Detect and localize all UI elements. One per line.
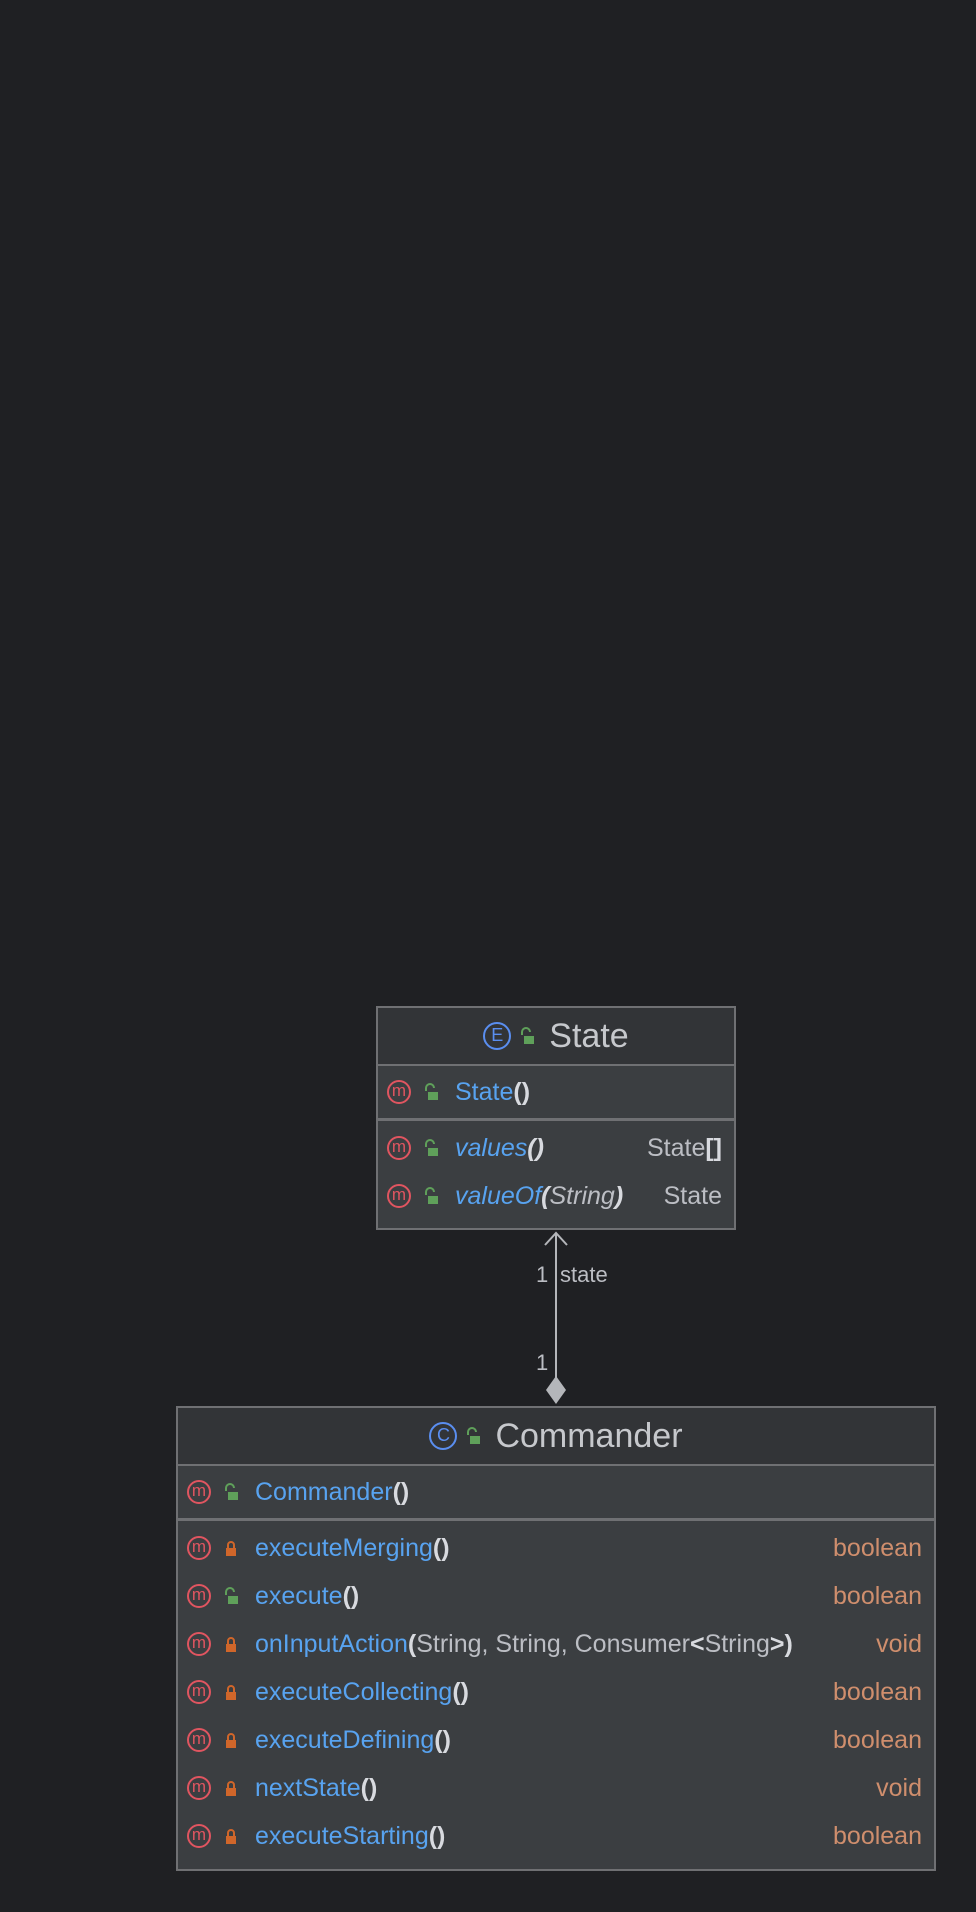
method-icon: m [187,1824,211,1848]
role-name-label: state [560,1262,608,1287]
constructor-row[interactable]: m State() [378,1068,734,1116]
method-icon: m [187,1776,211,1800]
method-row-executedefining[interactable]: m executeDefining() boolean [178,1716,934,1764]
commander-class-box[interactable]: C Commander m Commander() m executeMergi… [176,1406,936,1871]
private-lock-icon [226,1541,236,1556]
method-name: nextState [255,1773,361,1802]
private-lock-icon [226,1685,236,1700]
method-row-nextstate[interactable]: m nextState() void [178,1764,934,1812]
method-name: State [455,1077,514,1106]
method-parens: () [513,1077,531,1106]
method-icon: m [187,1480,211,1504]
state-methods: m values() State[] m valueOf(String) Sta… [378,1121,734,1226]
return-type: boolean [833,1725,922,1754]
commander-class-name: Commander [495,1416,683,1455]
composition-diamond [546,1376,566,1404]
method-paren-open: ( [541,1181,550,1210]
method-parens: () [360,1773,378,1802]
return-type: boolean [833,1581,922,1610]
class-icon: C [429,1422,458,1450]
method-name: executeDefining [255,1725,435,1754]
generic-close: > [769,1629,785,1658]
method-parens: () [432,1533,450,1562]
method-name: execute [255,1581,343,1610]
method-icon: m [187,1680,211,1704]
method-params: String, String, Consumer [416,1629,690,1658]
private-lock-icon [226,1781,236,1796]
method-icon: m [187,1632,211,1656]
method-row-execute[interactable]: m execute() boolean [178,1572,934,1620]
state-enum-box[interactable]: E State m State() m values() State[] [376,1006,736,1230]
method-row-executecollecting[interactable]: m executeCollecting() boolean [178,1668,934,1716]
public-lock-icon [225,1483,238,1500]
return-type: State[] [646,1133,722,1162]
commander-header: C Commander [178,1408,934,1466]
commander-constructors: m Commander() [178,1466,934,1521]
return-type: boolean [833,1533,922,1562]
return-type: boolean [833,1821,922,1850]
private-lock-icon [226,1733,236,1748]
state-class-name: State [549,1016,629,1055]
method-icon: m [387,1184,411,1208]
generic-open: < [689,1629,705,1658]
return-type: State [663,1181,722,1210]
method-parens: () [434,1725,451,1754]
method-parens: () [342,1581,360,1610]
method-name: onInputAction [255,1629,408,1658]
method-icon: m [387,1136,411,1160]
state-constructors: m State() [378,1066,734,1121]
method-paren-close: ) [784,1629,793,1658]
constructor-row[interactable]: m Commander() [178,1468,934,1516]
method-row-oninputaction[interactable]: m onInputAction(String, String, Consumer… [178,1620,934,1668]
method-row-values[interactable]: m values() State[] [378,1124,734,1172]
method-parens: () [392,1477,410,1506]
public-lock-icon [425,1187,438,1204]
method-name: executeMerging [255,1533,433,1562]
method-row-executestarting[interactable]: m executeStarting() boolean [178,1812,934,1860]
method-params: String [549,1181,615,1210]
private-lock-icon [226,1829,236,1844]
method-parens: () [428,1821,446,1850]
public-lock-icon [425,1139,438,1156]
public-lock-icon [521,1027,535,1044]
navigation-arrowhead [544,1231,568,1246]
method-name: executeStarting [255,1821,429,1850]
method-icon: m [187,1584,211,1608]
public-lock-icon [467,1427,481,1444]
method-name: values [455,1133,528,1162]
private-lock-icon [226,1637,236,1652]
state-header: E State [378,1008,734,1066]
return-type: void [876,1773,922,1802]
method-row-valueof[interactable]: m valueOf(String) State [378,1172,734,1220]
enum-icon: E [483,1022,512,1050]
method-parens: () [527,1133,544,1162]
method-paren-close: ) [614,1181,624,1210]
method-row-executemerging[interactable]: m executeMerging() boolean [178,1524,934,1572]
method-name: Commander [255,1477,393,1506]
generic-type: String [704,1629,770,1658]
method-icon: m [387,1080,411,1104]
method-name: valueOf [455,1181,542,1210]
commander-methods: m executeMerging() boolean m execute() b… [178,1521,934,1866]
public-lock-icon [425,1083,438,1100]
target-multiplicity-label: 1 [536,1262,549,1287]
method-name: executeCollecting [255,1677,453,1706]
public-lock-icon [225,1587,238,1604]
method-parens: () [452,1677,469,1706]
return-type: void [876,1629,922,1658]
method-icon: m [187,1536,211,1560]
method-paren-open: ( [407,1629,417,1658]
method-icon: m [187,1728,211,1752]
return-type: boolean [833,1677,922,1706]
source-multiplicity-label: 1 [536,1350,549,1375]
